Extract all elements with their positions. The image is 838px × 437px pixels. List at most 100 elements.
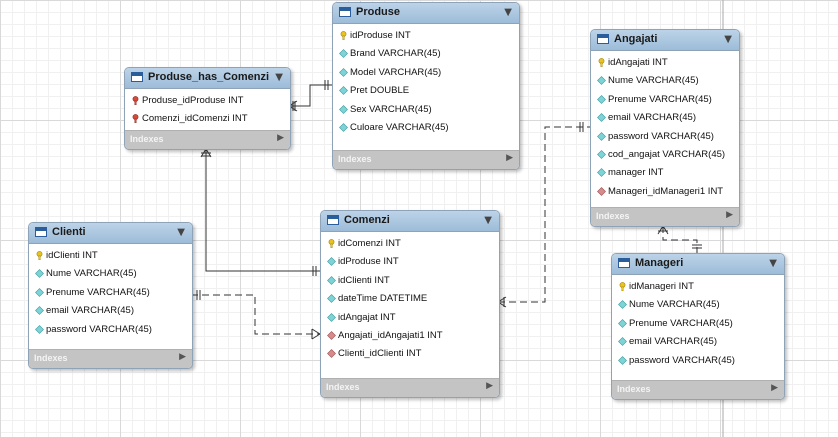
column-name: email VARCHAR(45) bbox=[46, 305, 134, 317]
expand-arrow-icon[interactable]: ▶ bbox=[506, 153, 513, 163]
relationship-endpoint bbox=[200, 148, 212, 158]
column-row[interactable]: idAngajati INT bbox=[591, 54, 739, 72]
table-clienti[interactable]: Clienti▼ idClienti INT Nume VARCHAR(45) Pre… bbox=[28, 222, 193, 369]
table-header[interactable]: Produse▼ bbox=[333, 3, 519, 24]
column-diamond-icon bbox=[339, 67, 348, 77]
table-produse-has-comenzi[interactable]: Produse_has_Comenzi▼ Produse_idProduse IN… bbox=[124, 67, 291, 150]
column-diamond-icon bbox=[35, 324, 44, 334]
column-row[interactable]: Prenume VARCHAR(45) bbox=[612, 315, 784, 333]
column-row[interactable]: Nume VARCHAR(45) bbox=[29, 265, 192, 283]
collapse-arrow-icon[interactable]: ▼ bbox=[177, 227, 185, 238]
column-diamond-icon bbox=[327, 257, 336, 267]
column-row[interactable]: Nume VARCHAR(45) bbox=[591, 72, 739, 90]
expand-arrow-icon[interactable]: ▶ bbox=[486, 381, 493, 391]
column-row[interactable]: password VARCHAR(45) bbox=[591, 128, 739, 146]
column-row[interactable]: Manageri_idManageri1 INT bbox=[591, 183, 739, 201]
column-row[interactable]: Produse_idProduse INT bbox=[125, 92, 290, 110]
column-row[interactable]: Sex VARCHAR(45) bbox=[333, 101, 519, 119]
column-row[interactable]: Angajati_idAngajati1 INT bbox=[321, 327, 499, 345]
column-name: Clienti_idClienti INT bbox=[338, 348, 422, 360]
column-row[interactable]: Comenzi_idComenzi INT bbox=[125, 110, 290, 128]
relationship-line[interactable] bbox=[289, 84, 332, 107]
relationship-line[interactable] bbox=[205, 149, 320, 272]
table-header[interactable]: Angajati▼ bbox=[591, 30, 739, 51]
column-row[interactable]: Culoare VARCHAR(45) bbox=[333, 119, 519, 137]
column-name: Nume VARCHAR(45) bbox=[608, 75, 699, 87]
column-name: Model VARCHAR(45) bbox=[350, 66, 442, 78]
table-title: Comenzi bbox=[344, 214, 390, 226]
column-name: Manageri_idManageri1 INT bbox=[608, 185, 724, 197]
column-diamond-icon bbox=[618, 300, 627, 310]
column-row[interactable]: Model VARCHAR(45) bbox=[333, 64, 519, 82]
column-diamond-icon bbox=[618, 337, 627, 347]
column-row[interactable]: idAngajat INT bbox=[321, 309, 499, 327]
column-row[interactable]: idManageri INT bbox=[612, 278, 784, 296]
column-name: Nume VARCHAR(45) bbox=[46, 268, 137, 280]
column-row[interactable]: email VARCHAR(45) bbox=[591, 109, 739, 127]
column-name: Prenume VARCHAR(45) bbox=[629, 317, 733, 329]
collapse-arrow-icon[interactable]: ▼ bbox=[484, 215, 492, 226]
indexes-label: Indexes bbox=[617, 384, 651, 394]
column-row[interactable]: Brand VARCHAR(45) bbox=[333, 45, 519, 63]
indexes-section[interactable]: Indexes▶ bbox=[333, 150, 519, 169]
column-row[interactable]: manager INT bbox=[591, 164, 739, 182]
table-icon bbox=[618, 258, 630, 268]
table-header[interactable]: Comenzi ▼ bbox=[321, 211, 499, 232]
table-header[interactable]: Manageri▼ bbox=[612, 254, 784, 275]
column-row[interactable]: Prenume VARCHAR(45) bbox=[591, 91, 739, 109]
table-header[interactable]: Produse_has_Comenzi▼ bbox=[125, 68, 290, 89]
foreign-primary-key-icon bbox=[131, 114, 140, 124]
relationship-line[interactable] bbox=[191, 294, 320, 335]
column-diamond-icon bbox=[35, 269, 44, 279]
column-row[interactable]: email VARCHAR(45) bbox=[612, 333, 784, 351]
column-row[interactable]: email VARCHAR(45) bbox=[29, 302, 192, 320]
column-row[interactable]: password VARCHAR(45) bbox=[29, 321, 192, 339]
collapse-arrow-icon[interactable]: ▼ bbox=[724, 34, 732, 45]
column-row[interactable]: Prenume VARCHAR(45) bbox=[29, 284, 192, 302]
column-row[interactable]: password VARCHAR(45) bbox=[612, 352, 784, 370]
indexes-section[interactable]: Indexes ▶ bbox=[29, 349, 192, 368]
column-diamond-icon bbox=[339, 104, 348, 114]
table-icon bbox=[131, 72, 143, 82]
indexes-section[interactable]: Indexes▶ bbox=[591, 207, 739, 226]
relationship-endpoint bbox=[579, 122, 584, 132]
expand-arrow-icon[interactable]: ▶ bbox=[771, 383, 778, 393]
column-name: manager INT bbox=[608, 167, 664, 179]
column-row[interactable]: idComenzi INT bbox=[321, 235, 499, 253]
column-name: password VARCHAR(45) bbox=[46, 323, 152, 335]
collapse-arrow-icon[interactable]: ▼ bbox=[275, 72, 283, 83]
relationship-line[interactable] bbox=[498, 126, 590, 303]
column-name: cod_angajat VARCHAR(45) bbox=[608, 148, 726, 160]
collapse-arrow-icon[interactable]: ▼ bbox=[504, 7, 512, 18]
column-row[interactable]: Clienti_idClienti INT bbox=[321, 345, 499, 363]
column-row[interactable]: idClienti INT bbox=[321, 272, 499, 290]
column-row[interactable]: idProduse INT bbox=[333, 27, 519, 45]
foreign-key-diamond-icon bbox=[327, 331, 336, 340]
column-row[interactable]: cod_angajat VARCHAR(45) bbox=[591, 146, 739, 164]
primary-key-icon bbox=[618, 282, 627, 292]
column-row[interactable]: dateTime DATETIME bbox=[321, 290, 499, 308]
column-name: Produse_idProduse INT bbox=[142, 95, 244, 106]
indexes-label: Indexes bbox=[34, 353, 68, 363]
column-diamond-icon bbox=[597, 76, 606, 86]
column-row[interactable]: Nume VARCHAR(45) bbox=[612, 296, 784, 314]
expand-arrow-icon[interactable]: ▶ bbox=[277, 133, 284, 143]
column-name: idComenzi INT bbox=[338, 238, 401, 249]
indexes-section[interactable]: Indexes▶ bbox=[125, 130, 290, 149]
expand-arrow-icon[interactable]: ▶ bbox=[726, 210, 733, 220]
expand-arrow-icon[interactable]: ▶ bbox=[179, 352, 186, 362]
indexes-section[interactable]: Indexes ▶ bbox=[612, 380, 784, 399]
column-row[interactable]: idProduse INT bbox=[321, 253, 499, 271]
column-row[interactable]: idClienti INT bbox=[29, 247, 192, 265]
indexes-section[interactable]: Indexes▶ bbox=[321, 378, 499, 397]
column-row[interactable]: Pret DOUBLE bbox=[333, 82, 519, 100]
column-diamond-icon bbox=[618, 355, 627, 365]
relationship-line[interactable] bbox=[662, 226, 698, 253]
table-angajati[interactable]: Angajati▼ idAngajati INT Nume VARCHAR(45) P… bbox=[590, 29, 740, 227]
collapse-arrow-icon[interactable]: ▼ bbox=[769, 258, 777, 269]
table-header[interactable]: Clienti▼ bbox=[29, 223, 192, 244]
